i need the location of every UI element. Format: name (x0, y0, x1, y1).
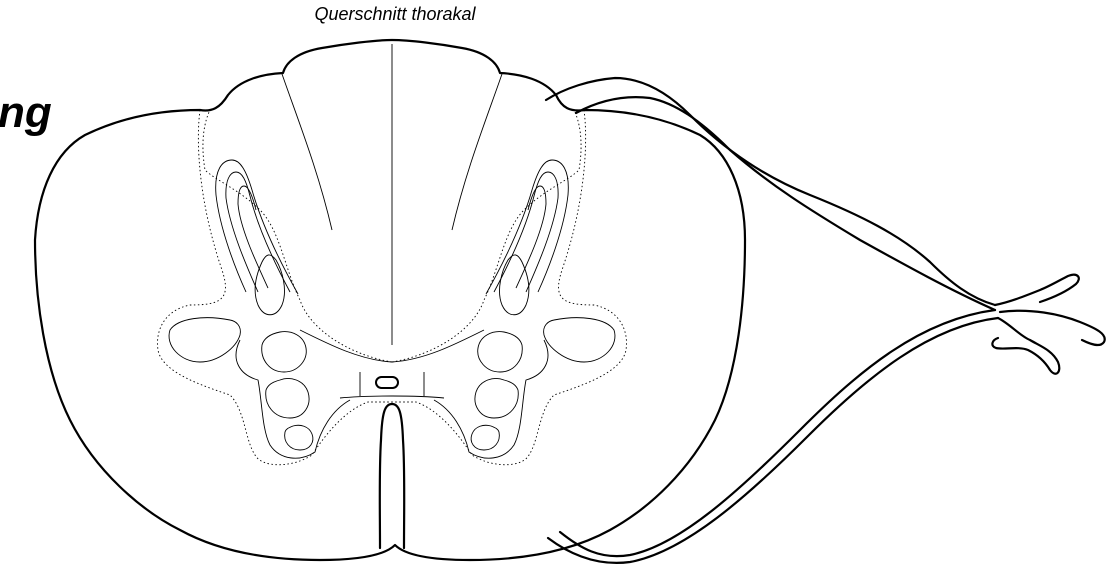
ventral-horn-right-contour (434, 340, 548, 458)
ventral-nucleus-left-lower (285, 425, 313, 450)
dorsal-nucleus-right (500, 255, 529, 315)
gray-commissure-lower (340, 396, 444, 398)
lateral-horn-left (169, 318, 240, 362)
dorsal-intermediate-septum-right (452, 74, 502, 230)
ventral-nucleus-right-lower (471, 425, 499, 450)
intermediate-nucleus-left (262, 332, 307, 372)
dorsal-horn-left-mid (226, 172, 290, 292)
central-canal (376, 377, 398, 388)
gray-matter-outer-right (392, 110, 627, 465)
ventral-nucleus-right-upper (475, 379, 518, 419)
dorsal-horn-right-mid (494, 172, 558, 292)
intermediate-nucleus-right (478, 332, 523, 372)
dorsal-nucleus-left (255, 255, 284, 315)
spinal-nerve-ventral-root (560, 310, 995, 556)
gray-matter-outer-left (157, 110, 392, 465)
cord-outline (35, 40, 745, 560)
ventral-nucleus-left-upper (266, 379, 309, 419)
spinal-nerve-dorsal-root-inner (576, 97, 995, 310)
nerve-branch-middle (1000, 311, 1105, 345)
lateral-horn-right (544, 318, 615, 362)
dorsal-intermediate-septum-left (282, 74, 332, 230)
nerve-branch-upper (995, 275, 1079, 305)
ventral-horn-left-contour (236, 340, 350, 458)
nerve-branch-lower (992, 318, 1059, 374)
ventral-median-fissure (380, 404, 405, 548)
